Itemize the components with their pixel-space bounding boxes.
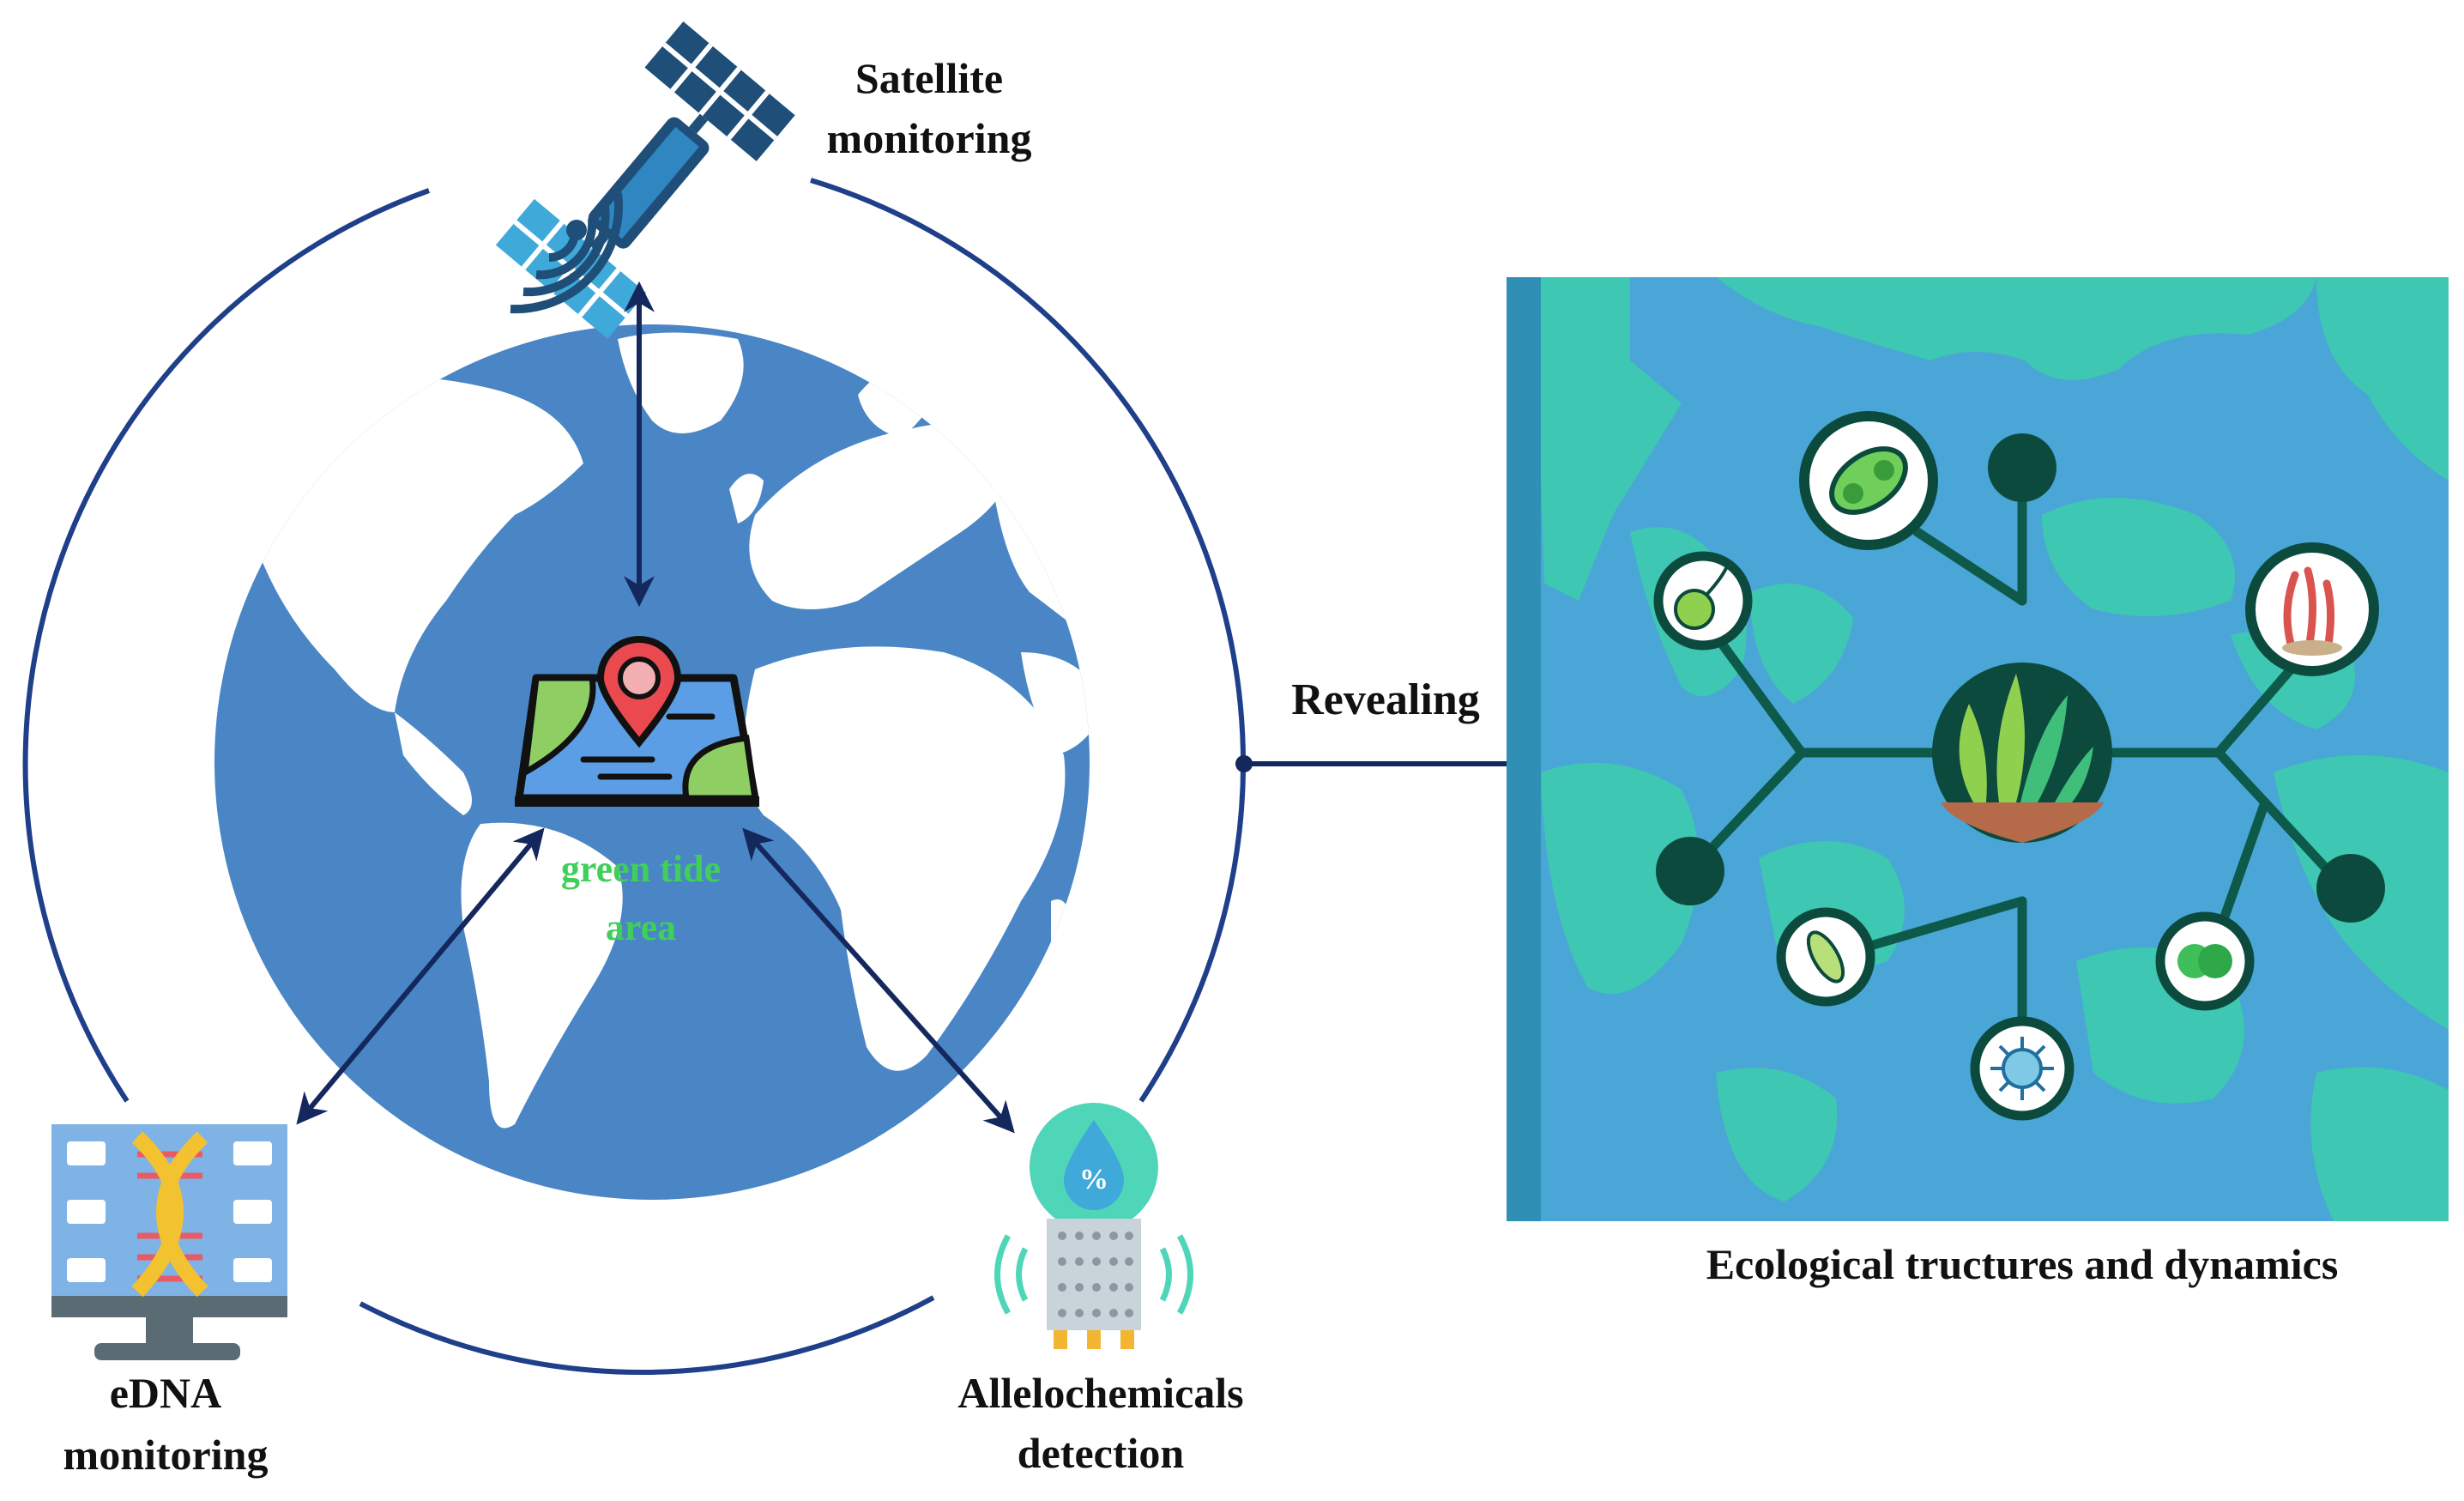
revealing-label: Revealing bbox=[1291, 675, 1480, 724]
ecological-label: Ecological tructures and dynamics bbox=[1706, 1240, 2339, 1288]
water-sensor-icon: % bbox=[994, 1103, 1193, 1349]
arrow-map-edna bbox=[296, 827, 545, 1125]
edna-label-line1: eDNA bbox=[110, 1369, 222, 1417]
allelo-label-line2: detection bbox=[1018, 1429, 1185, 1477]
revealing-origin-dot bbox=[1235, 755, 1253, 772]
center-label-line1: green tide bbox=[561, 848, 721, 890]
radiolarian-icon bbox=[1970, 1016, 2074, 1121]
map-pin-icon bbox=[515, 636, 759, 807]
center-label-line2: area bbox=[606, 906, 676, 948]
allelo-label-line1: Allelochemicals bbox=[957, 1369, 1243, 1417]
seaweed-icon bbox=[1932, 663, 2112, 843]
dividing-cell-icon bbox=[2155, 911, 2255, 1011]
node-dot-left bbox=[1656, 837, 1724, 905]
network-nodes bbox=[1653, 411, 2385, 1121]
red-algae-icon bbox=[2245, 542, 2379, 676]
edna-label-line2: monitoring bbox=[63, 1431, 269, 1479]
outer-ring bbox=[22, 178, 1247, 1375]
signal-waves-icon bbox=[510, 192, 623, 314]
dna-monitor-icon bbox=[51, 1124, 287, 1360]
node-dot-right bbox=[2316, 854, 2385, 923]
diatom-icon bbox=[1776, 907, 1875, 1007]
ecological-panel bbox=[1507, 277, 2449, 1221]
satellite-label-line2: monitoring bbox=[827, 114, 1032, 162]
flagellate-cell-icon bbox=[1653, 551, 1753, 651]
arrows bbox=[296, 281, 1633, 1134]
green-cell-icon bbox=[1799, 411, 1938, 550]
satellite-label-line1: Satellite bbox=[855, 54, 1003, 102]
arrow-map-sensor bbox=[742, 827, 1015, 1134]
svg-text:%: % bbox=[1079, 1164, 1108, 1195]
node-dot-top bbox=[1988, 433, 2056, 502]
